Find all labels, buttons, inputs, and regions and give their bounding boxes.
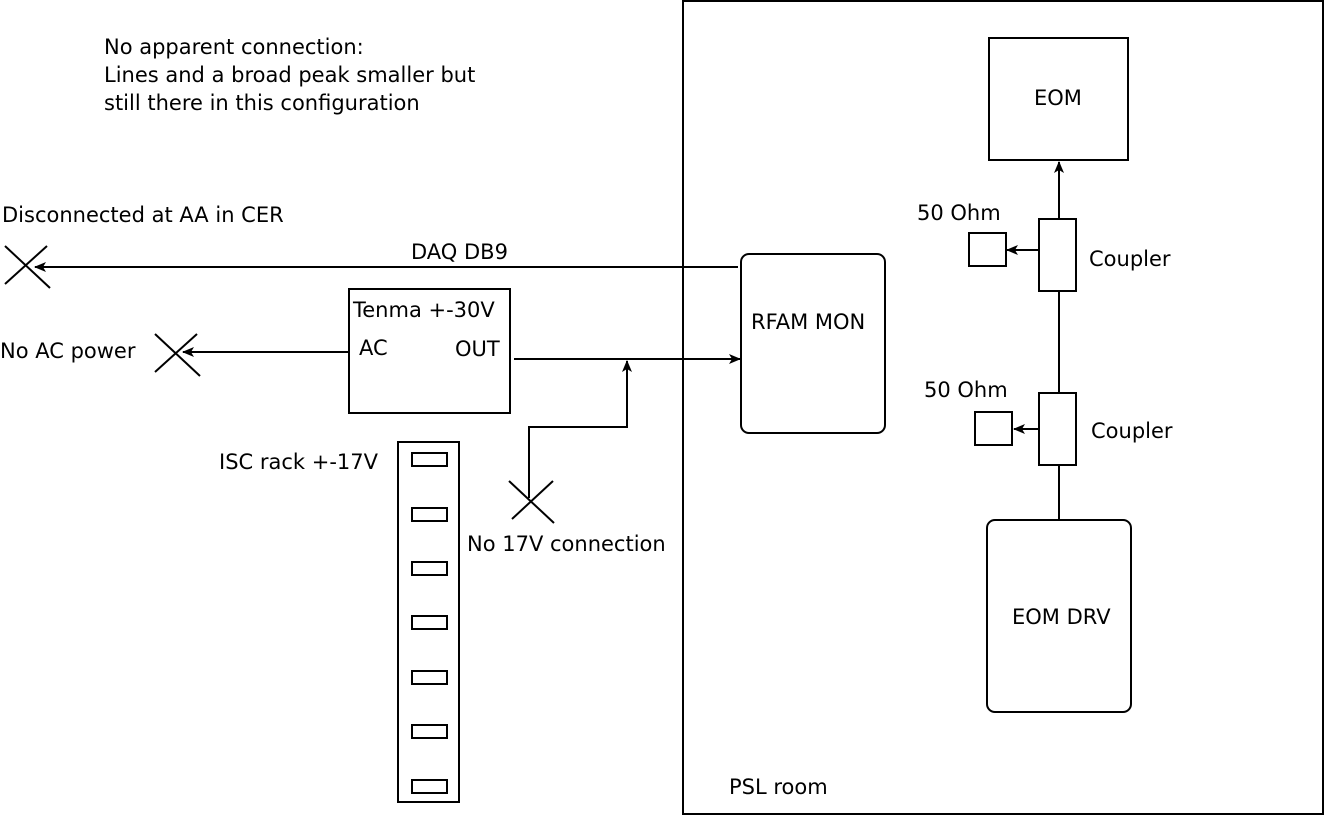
coupler-bottom [1038,392,1077,466]
rack-slot [411,507,448,522]
tenma-power-supply: Tenma +-30V AC OUT [348,288,511,414]
disconnect-cross-daq [4,245,51,289]
eom-label: EOM [1034,86,1082,110]
psl-room-label: PSL room [729,775,828,799]
rack-slot [411,615,448,630]
disconnect-cross-ac [154,333,201,377]
rack-slot [411,561,448,576]
disconnected-aa-label: Disconnected at AA in CER [2,203,284,227]
eom-drv-box: EOM DRV [986,519,1132,713]
coupler-top-label: Coupler [1089,247,1171,271]
rfam-mon-label: RFAM MON [751,310,865,334]
coupler-bottom-label: Coupler [1091,419,1173,443]
rack-slot [411,779,448,794]
ohm-bottom-label: 50 Ohm [924,378,1008,402]
isc-17v-cable [528,360,632,498]
note-line-3: still there in this configuration [104,91,420,115]
rack-slot [411,452,448,467]
rfam-mon-box: RFAM MON [740,253,886,434]
tenma-title: Tenma +-30V [352,298,495,322]
eom-box: EOM [988,37,1129,161]
psl-room-boundary [682,0,1324,815]
termination-top [968,232,1007,267]
note-line-1: No apparent connection: [104,35,364,59]
ohm-top-label: 50 Ohm [917,201,1001,225]
disconnect-cross-17v [508,480,555,524]
note-line-2: Lines and a broad peak smaller but [104,63,475,87]
rack-slot [411,670,448,685]
tenma-out-port: OUT [455,337,500,361]
isc-rack-label: ISC rack +-17V [219,450,379,474]
isc-rack [397,441,460,803]
tenma-ac-port: AC [359,336,388,360]
rack-slot [411,724,448,739]
no-17v-label: No 17V connection [467,532,666,556]
eom-drv-label: EOM DRV [1012,605,1111,629]
coupler-top [1038,218,1077,292]
termination-bottom [974,411,1013,446]
no-ac-power-label: No AC power [0,339,136,363]
daq-db9-label: DAQ DB9 [411,240,508,264]
